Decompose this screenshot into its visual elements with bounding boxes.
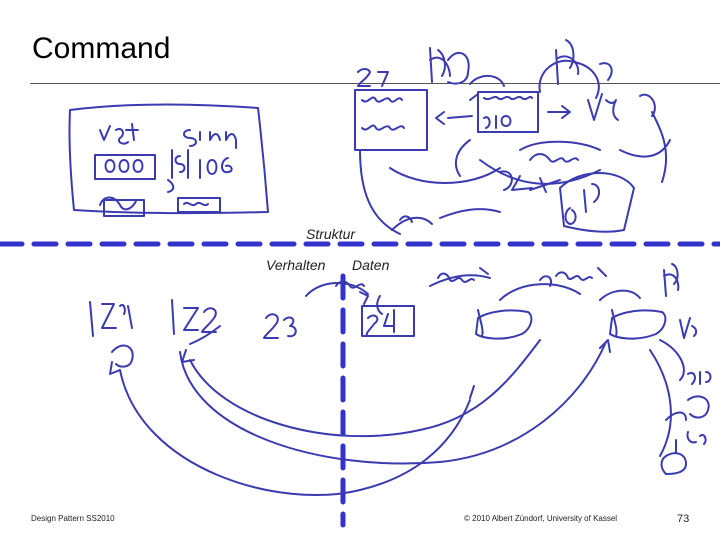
state-box — [68, 103, 269, 215]
verhalten-label: Verhalten — [266, 257, 326, 273]
zustand-box — [354, 89, 428, 151]
title-divider — [30, 83, 720, 84]
page-number: 73 — [677, 513, 690, 525]
history-object — [477, 91, 539, 133]
footer-copyright: © 2010 Albert Zündorf, University of Kas… — [464, 514, 618, 523]
slide-title: Command — [32, 32, 171, 65]
daten-label: Daten — [352, 257, 390, 273]
footer-course: Design Pattern SS2010 — [31, 514, 115, 523]
struktur-label: Struktur — [306, 226, 356, 242]
